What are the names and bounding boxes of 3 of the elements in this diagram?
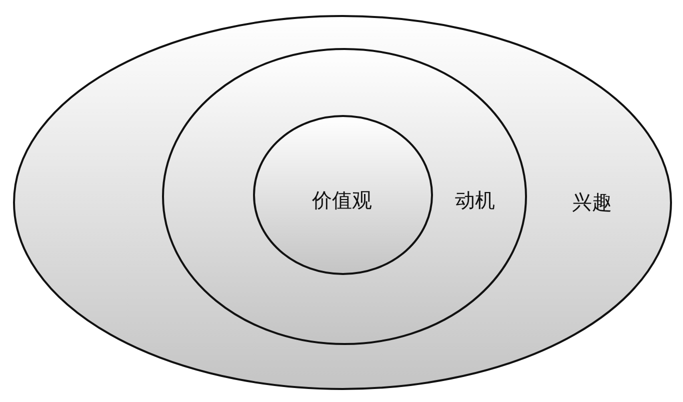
ellipse-label: 动机	[455, 188, 495, 212]
ellipse-label: 兴趣	[572, 190, 612, 214]
ellipse-label: 价值观	[312, 188, 372, 212]
